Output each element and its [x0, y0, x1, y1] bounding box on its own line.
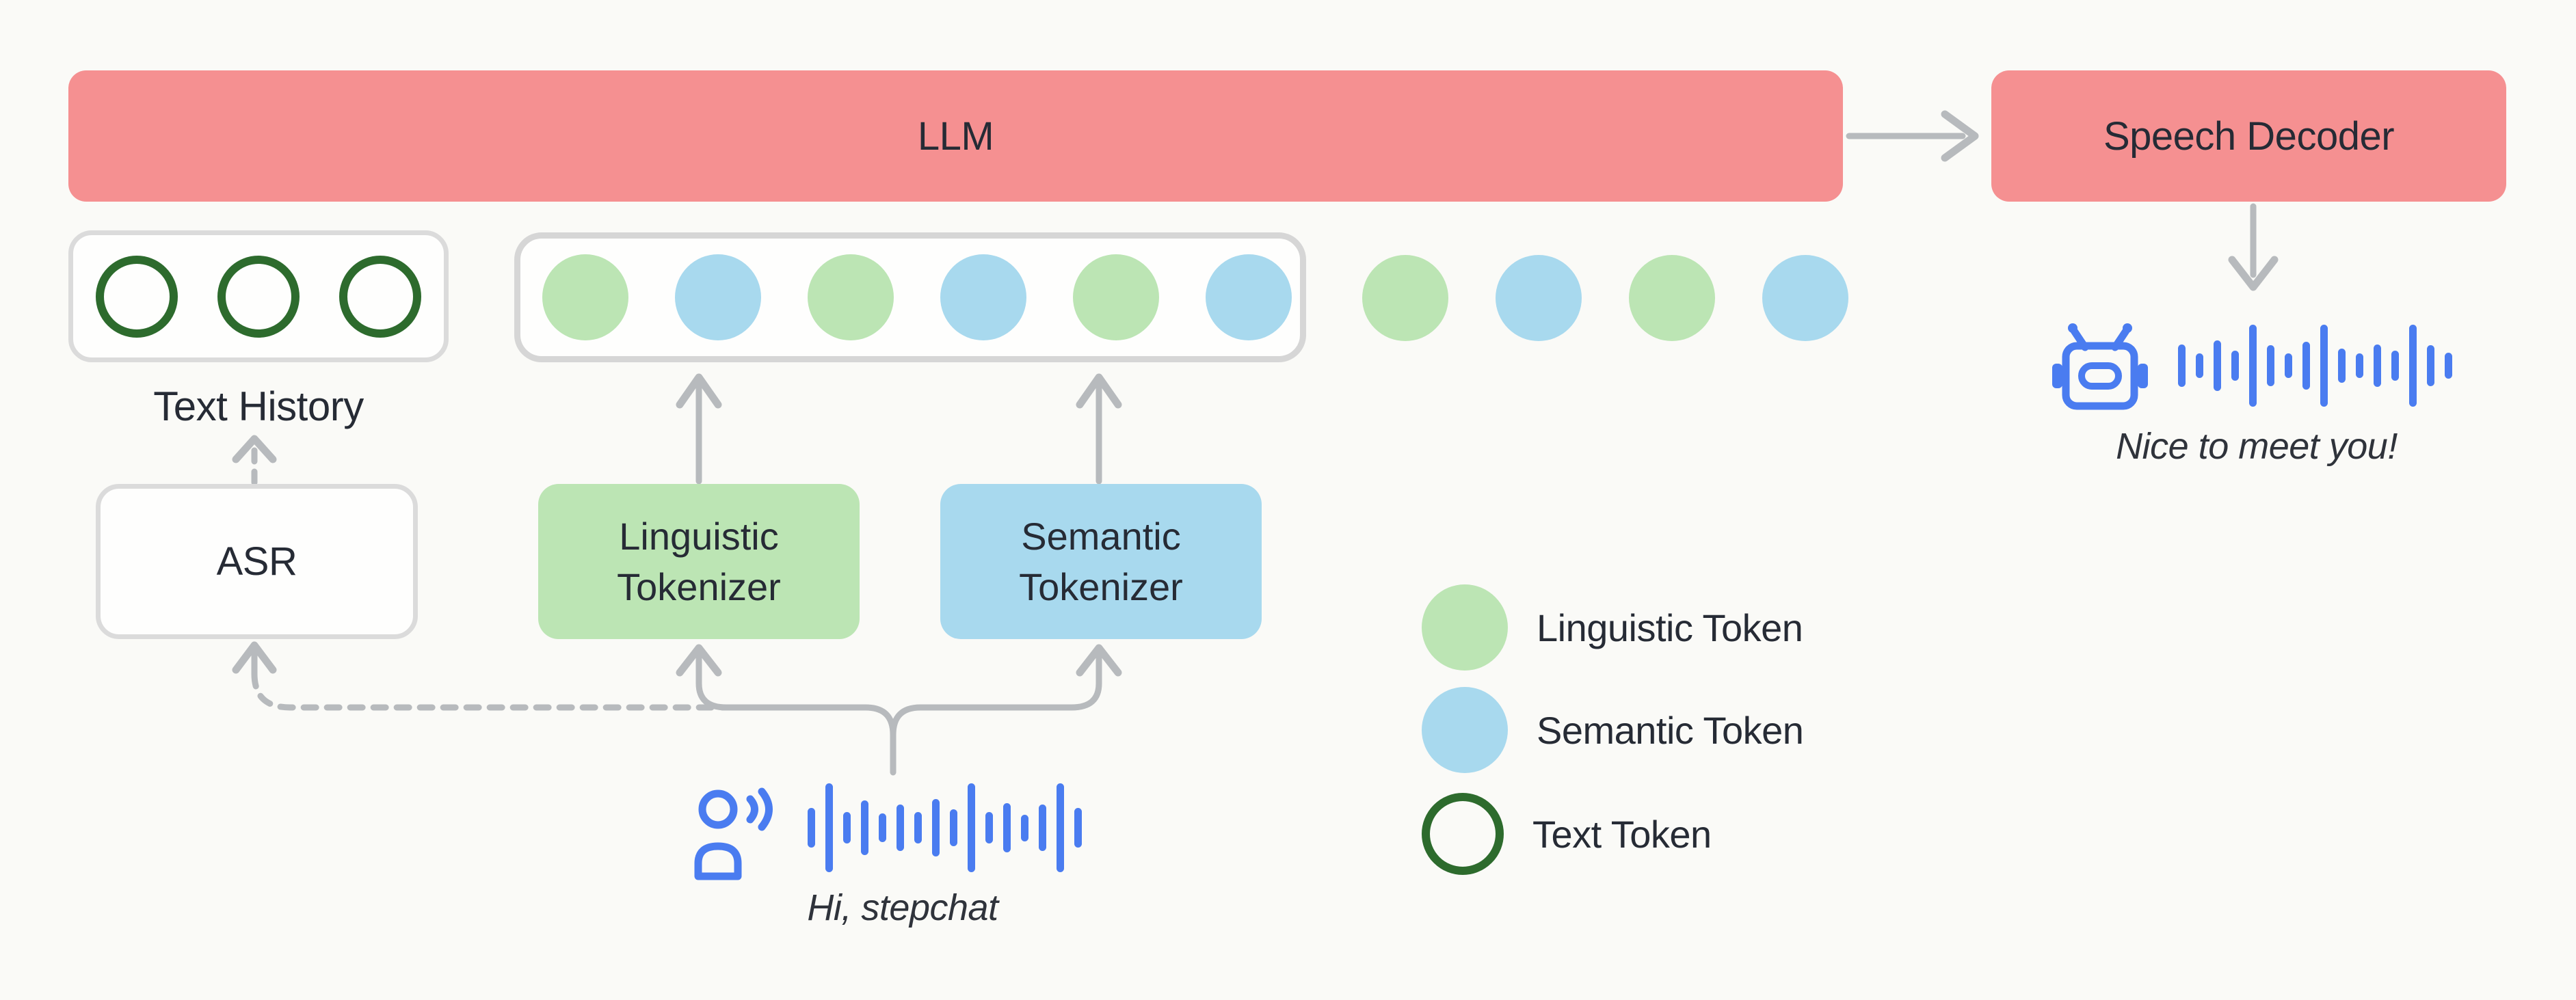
legend-label-semantic: Semantic Token — [1537, 708, 1804, 752]
waveform-bar — [985, 811, 993, 844]
legend-item-semantic: Semantic Token — [1422, 687, 1804, 773]
waveform-bar — [2178, 344, 2186, 388]
text-token-circle — [217, 255, 300, 338]
robot-icon — [2052, 323, 2148, 410]
linguistic-tokenizer-label: Linguistic Tokenizer — [617, 514, 781, 608]
semantic-tokenizer-label: Semantic Tokenizer — [1019, 514, 1183, 608]
legend-label-text: Text Token — [1532, 812, 1712, 856]
waveform-bar — [950, 809, 957, 847]
waveform-bar — [932, 799, 940, 856]
asr-box: ASR — [96, 484, 418, 639]
text-history-box — [68, 230, 449, 362]
arrow-speech-decoder-to-output — [2228, 203, 2279, 291]
waveform-bar — [968, 783, 975, 872]
semantic-tokenizer-box: Semantic Tokenizer — [940, 484, 1262, 639]
waveform-bar — [1074, 808, 1082, 848]
waveform-bar — [1039, 805, 1046, 851]
waveform-bar — [2285, 353, 2292, 378]
linguistic-token-swatch — [1422, 584, 1508, 671]
output-waveform — [2178, 325, 2452, 407]
linguistic-token-circle — [1362, 255, 1448, 341]
arrow-linguistic-to-tokens — [676, 373, 722, 485]
linguistic-token-circle — [542, 254, 628, 340]
arrow-semantic-to-tokens — [1076, 373, 1122, 485]
legend-label-linguistic: Linguistic Token — [1537, 606, 1803, 649]
arrow-llm-to-speech-decoder — [1846, 110, 1979, 162]
llm-label: LLM — [917, 113, 994, 159]
semantic-token-swatch — [1422, 687, 1508, 773]
waveform-bar — [2409, 325, 2417, 407]
text-token-circle — [339, 255, 421, 338]
semantic-token-circle — [940, 254, 1026, 340]
text-token-swatch — [1422, 793, 1504, 875]
waveform-bar — [2427, 345, 2434, 386]
waveform-bar — [2445, 352, 2452, 379]
text-token-circle — [96, 255, 178, 338]
semantic-token-circle — [1206, 254, 1292, 340]
arrow-speech-to-asr — [232, 641, 851, 711]
asr-label: ASR — [216, 539, 297, 584]
waveform-bar — [879, 813, 886, 842]
waveform-bar — [2338, 348, 2346, 383]
input-caption: Hi, stepchat — [807, 887, 998, 928]
llm-box: LLM — [68, 70, 1843, 202]
linguistic-token-circle — [1073, 254, 1159, 340]
input-waveform — [808, 783, 1082, 872]
waveform-bar — [914, 811, 922, 844]
legend-item-linguistic: Linguistic Token — [1422, 584, 1803, 671]
waveform-bar — [2249, 325, 2257, 407]
waveform-bar — [2302, 342, 2310, 390]
waveform-bar — [2231, 351, 2239, 381]
waveform-bar — [1003, 802, 1011, 853]
waveform-bar — [897, 805, 904, 851]
output-caption: Nice to meet you! — [2116, 426, 2398, 467]
context-token-box — [514, 232, 1306, 362]
waveform-bar — [2214, 340, 2221, 392]
waveform-bar — [843, 811, 851, 844]
waveform-bar — [825, 783, 833, 872]
speech-decoder-label: Speech Decoder — [2103, 113, 2395, 159]
waveform-bar — [2267, 345, 2274, 386]
waveform-bar — [2391, 351, 2399, 381]
waveform-bar — [808, 808, 815, 848]
speech-decoder-box: Speech Decoder — [1991, 70, 2506, 202]
linguistic-tokenizer-box: Linguistic Tokenizer — [538, 484, 860, 639]
linguistic-token-circle — [1629, 255, 1715, 341]
legend-item-text: Text Token — [1422, 793, 1712, 875]
text-history-label: Text History — [153, 383, 364, 429]
waveform-bar — [2374, 344, 2381, 388]
semantic-token-circle — [675, 254, 761, 340]
waveform-bar — [1057, 783, 1064, 872]
semantic-token-circle — [1762, 255, 1848, 341]
waveform-bar — [861, 800, 868, 856]
speaking-person-icon — [694, 787, 773, 880]
waveform-bar — [1021, 814, 1028, 841]
linguistic-token-circle — [808, 254, 894, 340]
waveform-bar — [2356, 353, 2363, 378]
waveform-bar — [2196, 353, 2203, 378]
arrow-asr-to-text-history — [232, 435, 277, 486]
semantic-token-circle — [1496, 255, 1582, 341]
generated-tokens — [1362, 255, 1848, 341]
waveform-bar — [2320, 325, 2328, 407]
